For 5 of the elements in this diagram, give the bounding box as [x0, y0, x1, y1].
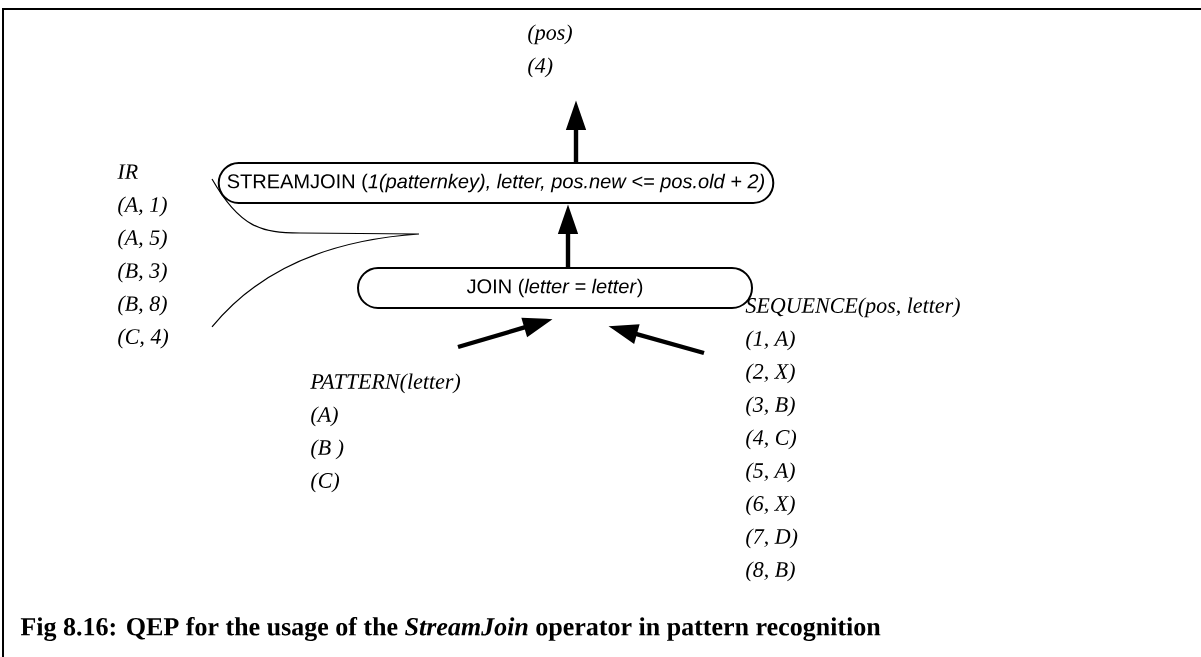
tuple-list: PATTERN(letter) (A) (B ) (C): [310, 373, 461, 493]
operator-box: STREAMJOIN (1(patternkey), letter, pos.new <= pos.old + 2): [217, 162, 775, 204]
tuple-list: IR (A, 1) (A, 5) (B, 3) (B, 8) (C, 4): [117, 164, 169, 349]
caption: Fig 8.16: QEP for the usage of the StreamJoin operator in pattern recognition: [20, 616, 881, 641]
tuple-list: (pos) (4): [528, 24, 572, 78]
